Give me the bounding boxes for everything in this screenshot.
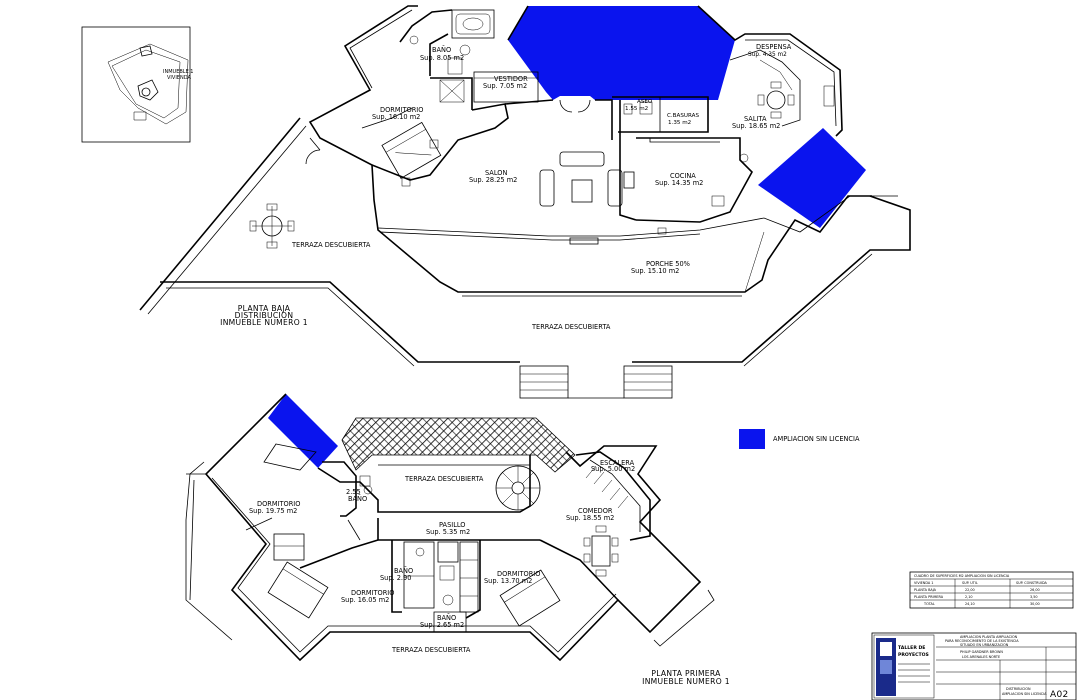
first-floor-title-2: INMUEBLE NUMERO 1 (642, 677, 730, 686)
area-comedor: Sup. 18.55 m2 (566, 514, 614, 522)
label-bano-small: BAÑO (348, 494, 367, 503)
surface-table-header-1: SUP. UTIL (962, 581, 978, 585)
project-line-3: SITUADO EN URBANIZACION (960, 643, 1009, 647)
label-terraza-4: TERRAZA DESCUBIERTA (391, 646, 471, 654)
label-terraza-2: TERRAZA DESCUBIERTA (531, 323, 611, 331)
area-pasillo: Sup. 5.35 m2 (426, 528, 470, 536)
logo-text-top: TALLER DE (898, 645, 925, 651)
spiral-staircase (495, 465, 541, 511)
first-floor-title-1: PLANTA PRIMERA (651, 669, 721, 678)
legend-label: AMPLIACION SIN LICENCIA (773, 435, 860, 443)
legend-swatch (739, 429, 765, 449)
surface-table-row-2-0: TOTAL (923, 602, 935, 606)
label-dormitorio: DORMITORIO (380, 106, 423, 114)
label-cocina: COCINA (670, 172, 696, 180)
label-despensa: DESPENSA (756, 43, 792, 51)
logo-text-bottom: PROYECTOS (898, 652, 929, 658)
surface-table: CUADRO DE SUPERFICIES M2 AMPLIACION SIN … (909, 571, 1074, 609)
label-aseo: ASEO (637, 99, 653, 105)
sheet-number: A02 (1050, 690, 1069, 700)
label-bano-c: BAÑO (437, 613, 456, 622)
label-pasillo: PASILLO (439, 521, 466, 529)
label-dormitorio-b: DORMITORIO (351, 589, 394, 597)
label-bano-b: BAÑO (394, 566, 413, 575)
owner-location: LOS ARENALES NORTE (962, 655, 1000, 659)
location-map-label-1: INMUEBLE 1 (163, 69, 194, 75)
surface-table-row-0-1: 22,00 (965, 588, 975, 592)
area-dormitorio-c: Sup. 13.70 m2 (484, 577, 532, 585)
label-porche: PORCHE 50% (646, 260, 690, 268)
unlicensed-extension-2 (758, 128, 866, 228)
area-aseo: 1.55 m2 (625, 106, 648, 112)
area-porche: Sup. 15.10 m2 (631, 267, 679, 275)
surface-table-header-2: SUP. CONSTRUIDA (1016, 581, 1047, 585)
unlicensed-extension-1 (508, 6, 735, 100)
area-dormitorio-b: Sup. 16.05 m2 (341, 596, 389, 604)
location-map-label-2: VIVIENDA (167, 75, 191, 81)
surface-table-row-0-0: PLANTA BAJA (914, 588, 937, 592)
surface-table-row-0-2: 26,00 (1030, 588, 1040, 592)
area-despensa: Sup. 4.35 m2 (748, 52, 787, 58)
area-salon: Sup. 28.25 m2 (469, 176, 517, 184)
surface-table-header-0: VIVIENDA 1 (914, 581, 933, 585)
area-salita: Sup. 18.65 m2 (732, 122, 780, 130)
area-bano-b: Sup. 2.90 (380, 574, 411, 582)
label-salita: SALITA (744, 115, 767, 123)
label-cbasuras: C.BASURAS (667, 113, 699, 119)
surface-table-row-1-1: 2,10 (965, 595, 973, 599)
legend: AMPLIACION SIN LICENCIA (739, 429, 860, 449)
project-line-1: AMPLIACION PLANTA AMPLIACION (960, 635, 1018, 639)
surface-table-row-1-0: PLANTA PRIMERA (914, 595, 944, 599)
ground-floor-plan: BAÑO Sup. 8.05 m2 VESTIDOR Sup. 7.05 m2 … (139, 5, 911, 399)
label-terraza-1: TERRAZA DESCUBIERTA (291, 241, 371, 249)
project-line-2: PARA RECONOCIMIENTO DE LA EXISTENCIA (945, 639, 1019, 643)
unlicensed-extension-3 (268, 394, 338, 468)
area-bano: Sup. 8.05 m2 (420, 54, 464, 62)
title-block: TALLER DE PROYECTOS AMPLIACION PLANTA AM… (871, 632, 1077, 700)
plan-line-2: AMPLIACION SIN LICENCIA (1002, 692, 1047, 696)
label-vestidor: VESTIDOR (494, 75, 528, 83)
label-bano: BAÑO (432, 45, 451, 54)
roof-tiles (341, 417, 576, 473)
area-escalera: Sup. 5.00 m2 (591, 465, 635, 473)
ground-floor-title-3: INMUEBLE NUMERO 1 (220, 318, 308, 327)
label-salon: SALON (485, 169, 507, 177)
surface-table-row-1-2: 3,50 (1030, 595, 1038, 599)
ground-floor-title-2: DISTRIBUCION (235, 311, 294, 320)
surface-table-row-2-2: 30,00 (1030, 602, 1040, 606)
area-cocina: Sup. 14.35 m2 (655, 179, 703, 187)
area-bano-small: 2.55 (346, 488, 361, 496)
label-dormitorio-c: DORMITORIO (497, 570, 540, 578)
area-dormitorio: Sup. 16.10 m2 (372, 113, 420, 121)
area-dormitorio-a: Sup. 19.75 m2 (249, 507, 297, 515)
label-comedor: COMEDOR (578, 507, 613, 515)
area-cbasuras: 1.35 m2 (668, 120, 691, 126)
label-escalera: ESCALERA (600, 459, 635, 467)
ground-floor-title-1: PLANTA BAJA (238, 304, 291, 313)
area-vestidor: Sup. 7.05 m2 (483, 82, 527, 90)
plan-line-1: DISTRIBUCION (1006, 687, 1031, 691)
surface-table-row-2-1: 24,10 (965, 602, 975, 606)
owner-name: PHILIP GARDNER BROWN (960, 650, 1003, 654)
ground-floor-exterior-stairs (519, 365, 673, 399)
first-floor-plan: TERRAZA DESCUBIERTA ESCALERA Sup. 5.00 m… (185, 393, 730, 686)
label-dormitorio-a: DORMITORIO (257, 500, 300, 508)
location-map: INMUEBLE 1 VIVIENDA (81, 26, 194, 143)
label-terraza-3: TERRAZA DESCUBIERTA (404, 475, 484, 483)
surface-table-title: CUADRO DE SUPERFICIES M2 AMPLIACION SIN … (914, 574, 1010, 578)
area-bano-c: Sup. 2.65 m2 (420, 621, 464, 629)
